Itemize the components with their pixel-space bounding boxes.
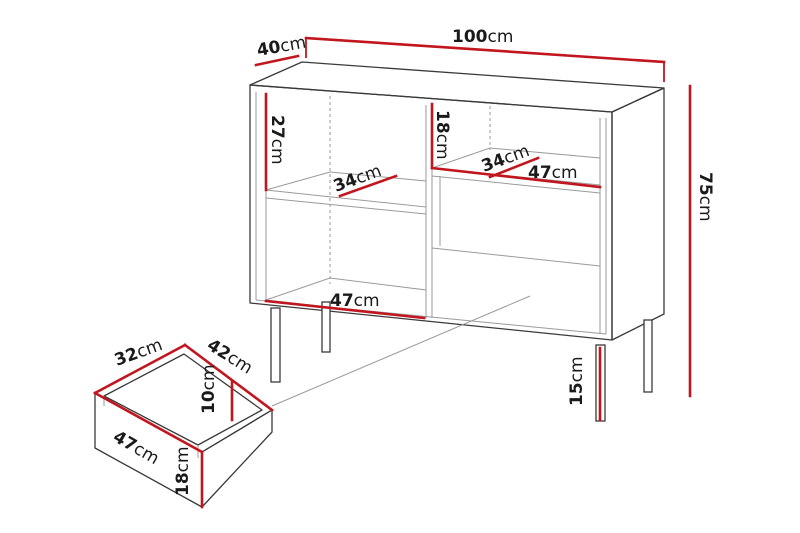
dimension-lines [93, 36, 692, 509]
dim-line-shelf-depth [338, 174, 398, 198]
leg-back-left [321, 301, 331, 353]
label-shelf-height: 27cm [267, 115, 287, 165]
right-compartment [431, 103, 601, 334]
dim-line-drawer-space-width [430, 166, 602, 189]
leg-back-right [643, 319, 653, 393]
dim-line-width [304, 36, 666, 64]
cabinet [249, 61, 665, 422]
dim-line-drawer-space-depth [488, 156, 540, 179]
label-height: 75cm [695, 172, 715, 222]
label-shelf-depth: 34cm [331, 161, 384, 197]
label-leg-height: 15cm [567, 356, 587, 406]
dim-line-drawer-depth [93, 343, 187, 395]
cabinet-side [611, 87, 665, 341]
label-drawer-space-width: 47cm [528, 163, 578, 183]
label-drawer-inner-height: 10cm [199, 364, 219, 414]
label-drawer-front-height: 18cm [173, 446, 193, 496]
dim-line-drawer-front-width [93, 391, 204, 454]
dim-line-depth [254, 54, 300, 67]
left-compartment [265, 93, 427, 319]
label-drawer-front-width: 47cm [110, 427, 163, 469]
label-depth: 40cm [255, 33, 307, 61]
dim-line-drawer-length [183, 343, 274, 412]
cabinet-top [249, 61, 665, 113]
label-drawer-depth: 32cm [112, 335, 165, 371]
label-width: 100cm [452, 27, 513, 47]
leg-front-left [270, 307, 281, 383]
label-bottom-width: 47cm [330, 291, 380, 311]
label-drawer-space-height: 18cm [432, 110, 452, 160]
dim-line-bottom-width [264, 299, 426, 320]
